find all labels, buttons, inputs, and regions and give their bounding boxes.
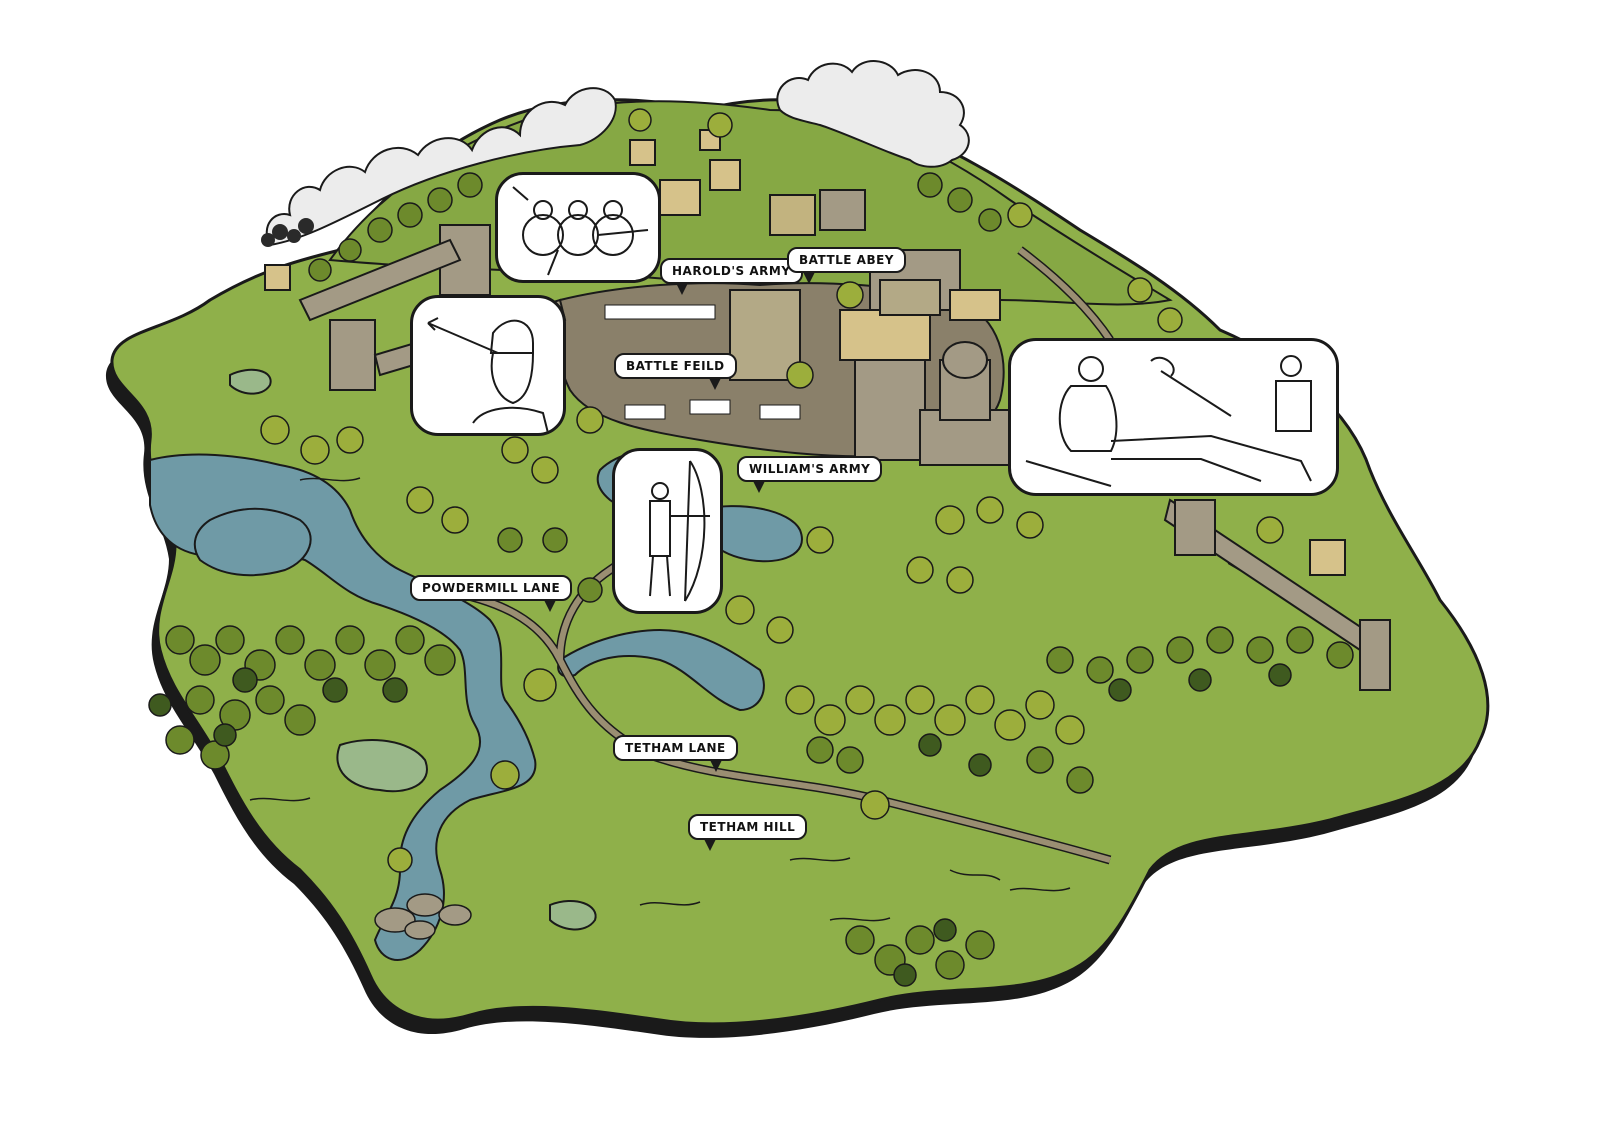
williams-army-troops <box>624 399 801 420</box>
archer-vignette <box>612 448 723 614</box>
label-battle-abey: BATTLE ABEY <box>787 247 906 284</box>
abbey <box>729 289 991 421</box>
shield-wall-vignette <box>495 172 661 283</box>
label-tetham-lane: TETHAM LANE <box>613 735 738 772</box>
label-harolds-army: HAROLD'S ARMY <box>660 258 803 295</box>
label-powdermill-lane: POWDERMILL LANE <box>410 575 573 612</box>
arrow-in-eye-vignette <box>410 295 566 436</box>
label-tetham-hill: TETHAM HILL <box>688 814 808 851</box>
harolds-army-troops <box>604 304 716 320</box>
clouds <box>265 60 970 247</box>
label-battle-feild: BATTLE FEILD <box>614 353 737 390</box>
village-houses <box>264 129 1346 576</box>
ponds <box>229 368 597 931</box>
label-williams-army: WILLIAM'S ARMY <box>737 456 883 493</box>
rocks <box>374 893 472 940</box>
chimney-smoke <box>261 218 314 247</box>
trees <box>148 108 1354 987</box>
resting-soldiers-vignette <box>1008 338 1339 496</box>
